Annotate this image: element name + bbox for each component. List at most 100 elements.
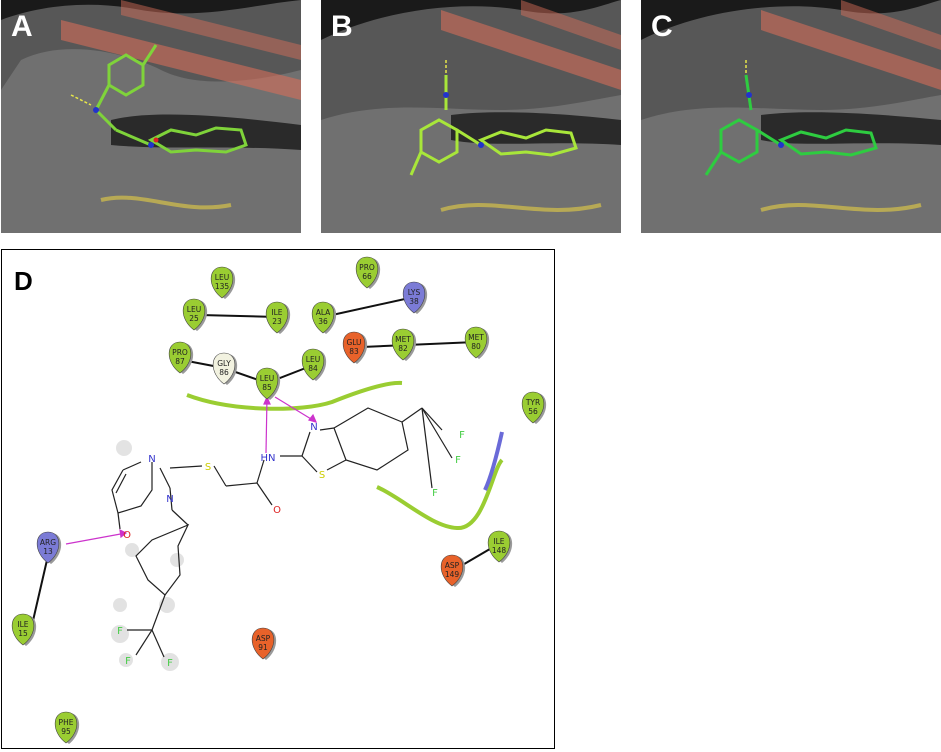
residue-number: 83 — [349, 347, 359, 356]
pocket-outline-top — [186, 380, 403, 411]
residue-number: 23 — [272, 317, 282, 326]
residue-number: 82 — [398, 344, 408, 353]
atom-o1: O — [123, 530, 131, 541]
residue-name: LEU — [260, 374, 274, 383]
residue-number: 135 — [215, 282, 230, 291]
residue-number: 38 — [409, 297, 419, 306]
residue-name: ASP — [256, 634, 271, 643]
atom-n1: N — [148, 454, 155, 465]
residue-marker-shape — [402, 281, 426, 314]
panel-c-render — [641, 0, 941, 233]
residue-number: 85 — [262, 383, 272, 392]
residue-name: LEU — [215, 273, 229, 282]
residue-marker-shape — [255, 367, 279, 400]
residue-name: ILE — [17, 620, 28, 629]
residue-name: ASP — [445, 561, 460, 570]
residue-marker-shape — [391, 328, 415, 361]
residue-number: 148 — [492, 546, 507, 555]
residue-number: 15 — [18, 629, 28, 638]
residue-number: 36 — [318, 317, 328, 326]
residue-name: LEU — [187, 305, 201, 314]
residue-number: 66 — [362, 272, 372, 281]
residue-number: 84 — [308, 364, 318, 373]
residue-marker-shape — [487, 530, 511, 563]
ligand-atom-labels: N N N HN S S O O F F F F F F — [117, 422, 465, 669]
panel-a-render — [1, 0, 301, 233]
residue-marker-shape — [210, 266, 234, 299]
residue-marker-shape — [36, 531, 60, 564]
residue-name: ILE — [271, 308, 282, 317]
panel-d-label: D — [14, 266, 33, 296]
residue-number: 95 — [61, 727, 71, 736]
atom-o2: O — [273, 505, 281, 516]
residue-name: MET — [468, 333, 484, 342]
panel-b-render — [321, 0, 621, 233]
atom-n3: N — [310, 422, 317, 433]
interaction-diagram-svg: N N N HN S S O O F F F F F F LEU135PRO66… — [11, 256, 547, 744]
residue-name: GLY — [217, 359, 231, 368]
residue-name: ALA — [316, 308, 331, 317]
pocket-outline-right-charged — [483, 431, 504, 491]
residue-number: 25 — [189, 314, 199, 323]
pocket-outline-right — [376, 458, 504, 531]
residue-marker-shape — [440, 554, 464, 587]
residue-name: TYR — [525, 398, 540, 407]
residue-marker-shape — [311, 301, 335, 334]
residue-number: 56 — [528, 407, 538, 416]
atom-hn: HN — [261, 453, 276, 464]
residue-marker-shape — [168, 341, 192, 374]
atom-f6: F — [167, 658, 173, 669]
atom-n2: N — [166, 494, 173, 505]
residue-number: 149 — [445, 570, 460, 579]
residue-number: 13 — [43, 547, 53, 556]
residue-name: PRO — [359, 263, 375, 272]
panel-a-docking-view: A — [1, 0, 301, 233]
residue-name: LEU — [306, 355, 320, 364]
residue-name: ARG — [40, 538, 56, 547]
residue-marker-shape — [301, 348, 325, 381]
residue-name: PRO — [172, 348, 188, 357]
panel-c-docking-view: C — [641, 0, 941, 233]
residue-number: 86 — [219, 368, 229, 377]
panel-b-docking-view: B — [321, 0, 621, 233]
ligand-skeleton — [111, 407, 453, 658]
residue-number: 87 — [175, 357, 185, 366]
residue-name: MET — [395, 335, 411, 344]
residue-number: 80 — [471, 342, 481, 351]
residue-marker-shape — [355, 256, 379, 289]
residue-marker-shape — [265, 301, 289, 334]
panel-c-label: C — [651, 10, 673, 43]
residue-marker-shape — [212, 352, 236, 385]
residue-marker-shape — [521, 391, 545, 424]
residue-marker-shape — [464, 326, 488, 359]
atom-f2: F — [455, 455, 461, 466]
residue-name: GLU — [346, 338, 361, 347]
hbond-arrows — [65, 395, 318, 545]
atom-s2: S — [319, 470, 325, 481]
atom-f5: F — [125, 656, 131, 667]
panel-a-label: A — [11, 10, 33, 43]
residue-number: 91 — [258, 643, 268, 652]
residue-marker-shape — [342, 331, 366, 364]
atom-f4: F — [117, 626, 123, 637]
residue-marker-shape — [251, 627, 275, 660]
atom-f1: F — [459, 430, 465, 441]
residue-name: ILE — [493, 537, 504, 546]
atom-s1: S — [205, 462, 211, 473]
